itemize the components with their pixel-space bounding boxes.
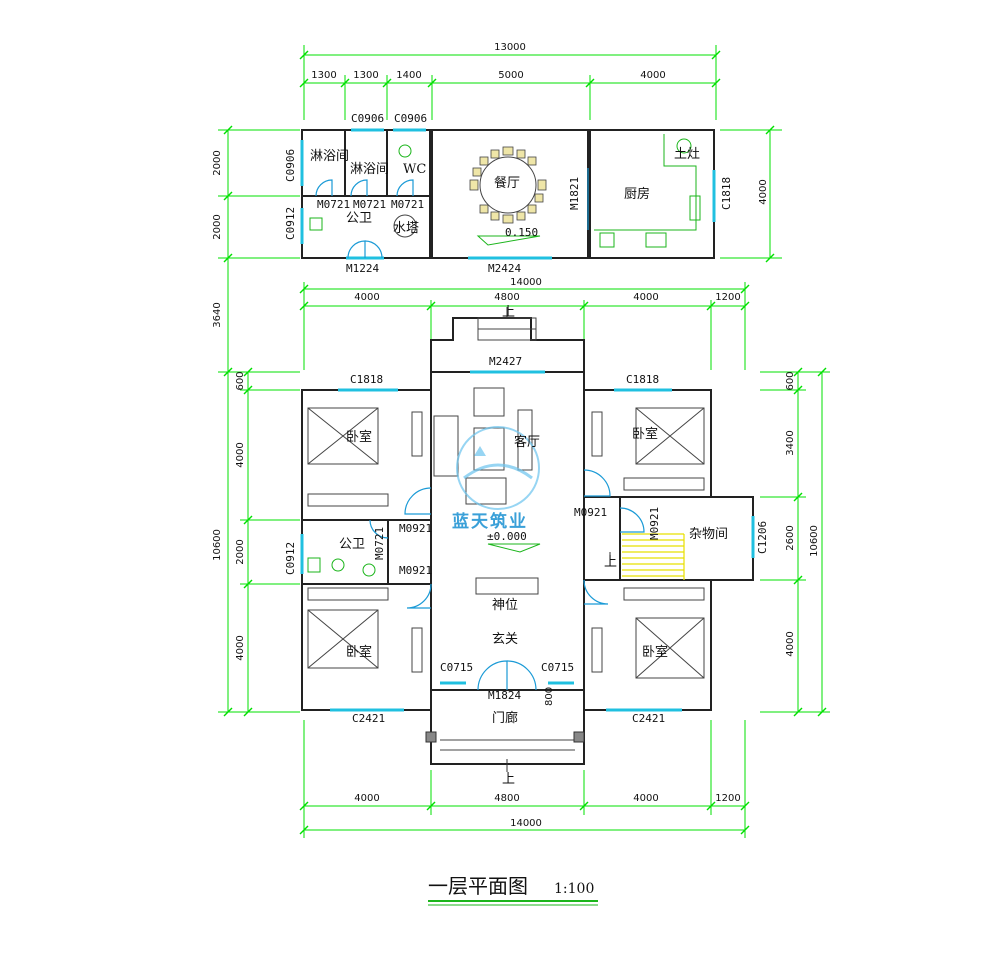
left-dim-seg-4: 4000 xyxy=(235,635,246,660)
window-c2421-b: C2421 xyxy=(632,712,665,725)
right-total-dim: 10600 xyxy=(809,525,820,557)
main-bottom-seg-1: 4000 xyxy=(354,793,379,804)
watermark-logo xyxy=(456,426,540,510)
door-m0721-c: M0721 xyxy=(391,198,424,211)
drawing-title: 一层平面图 xyxy=(428,874,528,898)
main-house xyxy=(300,307,755,772)
public-wc-label: 公卫 xyxy=(339,537,365,552)
right-dim-seg-3: 2600 xyxy=(785,525,796,550)
up-mark-stair: 上 xyxy=(604,555,617,570)
shower-room-2-label: 淋浴间 xyxy=(350,162,389,177)
door-m0721-b: M0721 xyxy=(353,198,386,211)
water-tower-label: 水塔 xyxy=(393,221,419,236)
door-m0721-d: M0721 xyxy=(373,527,386,560)
annex-building xyxy=(300,128,716,260)
annex-right-dim: 4000 xyxy=(758,179,769,204)
kitchen-label: 厨房 xyxy=(624,186,650,202)
foyer-label: 玄关 xyxy=(492,632,518,647)
window-c2421-a: C2421 xyxy=(352,712,385,725)
right-dim-seg-2: 3400 xyxy=(785,430,796,455)
main-bottom-total-dim: 14000 xyxy=(510,818,542,829)
annex-left-dim-2: 2000 xyxy=(212,214,223,239)
window-c0906-a: C0906 xyxy=(351,112,384,125)
annex-dim-seg-5: 4000 xyxy=(640,70,665,81)
annex-dim-seg-4: 5000 xyxy=(498,70,523,81)
left-dim-seg-2: 4000 xyxy=(235,442,246,467)
main-elevation: ±0.000 xyxy=(487,530,527,543)
right-dim-seg-1: 600 xyxy=(785,371,796,390)
annex-dim-seg-3: 1400 xyxy=(396,70,421,81)
main-bottom-seg-2: 4800 xyxy=(494,793,519,804)
main-bottom-seg-3: 4000 xyxy=(633,793,658,804)
right-dim-seg-4: 4000 xyxy=(785,631,796,656)
annex-public-wc-label: 公卫 xyxy=(346,211,372,226)
window-c1206: C1206 xyxy=(756,521,769,554)
annex-top-dimensions: 13000 1300 1300 1400 5000 4000 xyxy=(299,42,721,120)
left-dimensions: 2000 2000 3640 10600 600 4000 2000 4000 xyxy=(212,125,300,717)
annex-dim-seg-1: 1300 xyxy=(311,70,336,81)
main-top-seg-2: 4800 xyxy=(494,292,519,303)
annex-dim-seg-2: 1300 xyxy=(353,70,378,81)
main-top-seg-1: 4000 xyxy=(354,292,379,303)
door-m0921-a: M0921 xyxy=(399,522,432,535)
annex-left-dim-1: 2000 xyxy=(212,150,223,175)
main-bottom-seg-4: 1200 xyxy=(715,793,740,804)
porch-label: 门廊 xyxy=(492,710,518,726)
main-top-seg-3: 4000 xyxy=(633,292,658,303)
dining-chairs xyxy=(469,146,547,224)
storage-room-label: 杂物间 xyxy=(689,527,728,542)
main-top-dimensions: 14000 4000 4800 4000 1200 xyxy=(299,277,750,370)
door-m0721-a: M0721 xyxy=(317,198,350,211)
shrine-label: 神位 xyxy=(492,598,518,613)
window-c1818-left: C1818 xyxy=(350,373,383,386)
bedroom-top-left-label: 卧室 xyxy=(346,429,372,445)
stove-label: 土灶 xyxy=(674,147,700,162)
right-dimensions: 4000 600 3400 2600 4000 10600 xyxy=(720,125,830,717)
shower-room-1-label: 淋浴间 xyxy=(310,149,349,164)
door-m1821: M1821 xyxy=(568,177,581,210)
drawing-scale: 1:100 xyxy=(554,881,594,897)
up-mark-top: 上 xyxy=(502,305,515,320)
window-c0715-a: C0715 xyxy=(440,661,473,674)
window-c0912-b: C0912 xyxy=(284,542,297,575)
left-dim-seg-3: 2000 xyxy=(235,539,246,564)
small-dim-800: 800 xyxy=(544,687,555,706)
door-m1824: M1824 xyxy=(488,689,521,702)
wc-label: WC xyxy=(403,162,426,177)
staircase xyxy=(622,533,685,580)
gap-dim: 3640 xyxy=(212,302,223,327)
window-c0906-b: C0906 xyxy=(394,112,427,125)
bedroom-bottom-left-label: 卧室 xyxy=(346,644,372,660)
window-c0715-b: C0715 xyxy=(541,661,574,674)
annex-elevation: 0.150 xyxy=(505,226,538,239)
main-top-seg-4: 1200 xyxy=(715,292,740,303)
left-total-dim: 10600 xyxy=(212,529,223,561)
door-m2424: M2424 xyxy=(488,262,521,275)
door-m1224: M1224 xyxy=(346,262,379,275)
window-c0912-a: C0912 xyxy=(284,207,297,240)
door-m0921-c: M0921 xyxy=(574,506,607,519)
dining-room-label: 餐厅 xyxy=(494,175,520,191)
door-m2427: M2427 xyxy=(489,355,522,368)
window-c1818-right: C1818 xyxy=(626,373,659,386)
bedroom-bottom-right-label: 卧室 xyxy=(642,644,668,660)
door-m0921-d: M0921 xyxy=(648,507,661,540)
door-m0921-b: M0921 xyxy=(399,564,432,577)
up-mark-bottom: 上 xyxy=(502,772,515,787)
left-dim-seg-1: 600 xyxy=(235,371,246,390)
annex-total-dim: 13000 xyxy=(494,42,526,53)
watermark-text: 蓝天筑业 xyxy=(452,511,528,532)
main-top-total-dim: 14000 xyxy=(510,277,542,288)
window-c1818-kitchen: C1818 xyxy=(720,177,733,210)
living-room-label: 客厅 xyxy=(514,434,540,450)
window-c0906-c: C0906 xyxy=(284,149,297,182)
main-bottom-dimensions: 4000 4800 4000 1200 14000 xyxy=(299,720,750,838)
bedroom-top-right-label: 卧室 xyxy=(632,426,658,442)
